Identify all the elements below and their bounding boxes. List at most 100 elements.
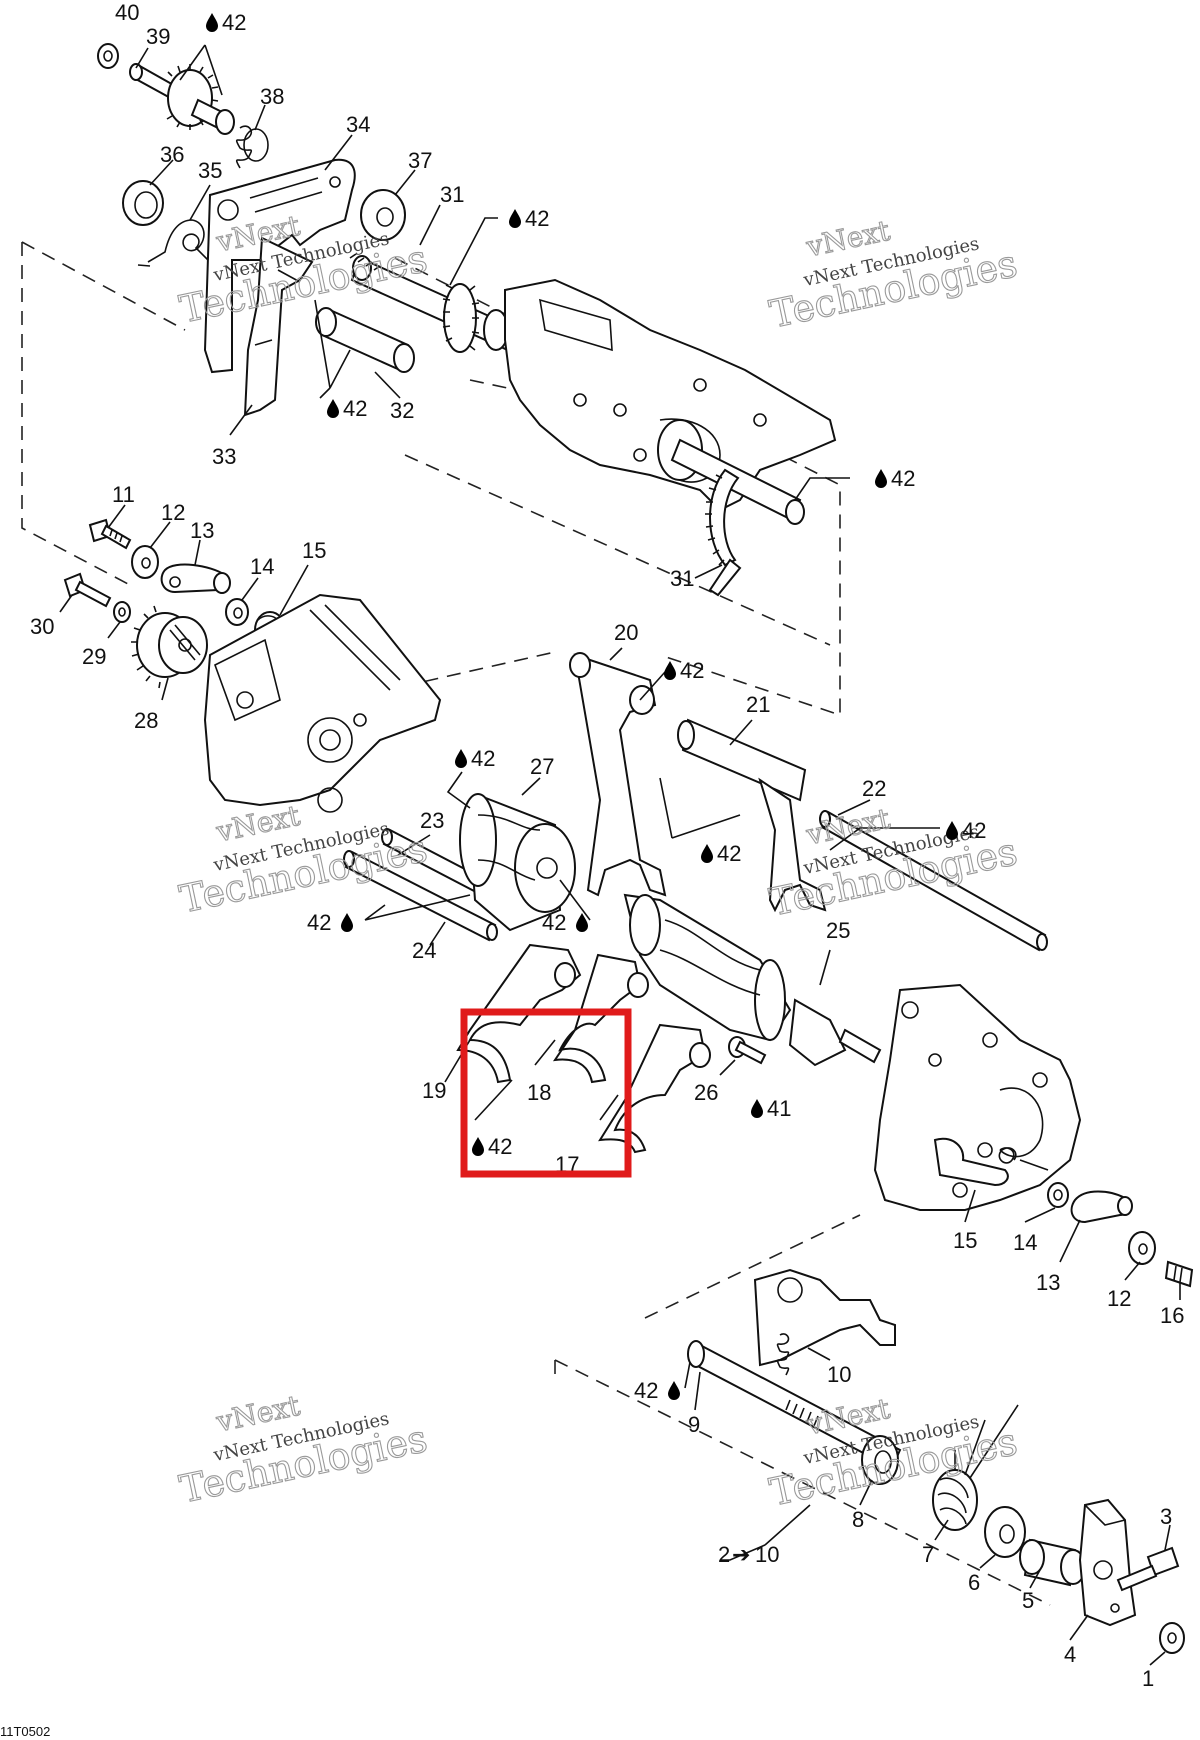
label-33: 33 <box>212 444 236 469</box>
arrow-right-icon: ➔ <box>732 1542 750 1567</box>
label-32: 32 <box>390 398 414 423</box>
lube-callout-9: 42 <box>634 1378 680 1403</box>
part-35-torsion-spring <box>137 219 211 267</box>
drop-icon <box>946 821 958 840</box>
part-3-bolt <box>1116 1546 1180 1592</box>
label-4: 4 <box>1064 1642 1076 1667</box>
drop-icon <box>701 844 713 863</box>
label-27: 27 <box>530 754 554 779</box>
part-13-link-right <box>1070 1190 1133 1224</box>
label-34: 34 <box>346 112 370 137</box>
label-14-right: 14 <box>1013 1230 1037 1255</box>
svg-text:42: 42 <box>680 658 704 683</box>
right-housing <box>873 983 1082 1211</box>
reference-code: 11T0502 <box>0 1724 50 1739</box>
label-35: 35 <box>198 158 222 183</box>
part-17-shift-fork <box>598 1023 711 1154</box>
svg-text:42: 42 <box>717 841 741 866</box>
part-18-shift-fork <box>552 953 649 1084</box>
label-10: 10 <box>827 1362 851 1387</box>
lube-callout-31b: 42 <box>875 466 915 491</box>
part-4-lever <box>1078 1498 1137 1627</box>
highlight-box <box>460 1008 632 1178</box>
part-29-washer <box>113 601 131 623</box>
part-22-rod <box>819 810 1048 952</box>
assembly-dashed-lines <box>21 241 1051 1606</box>
middle-housing <box>203 593 442 813</box>
label-26: 26 <box>694 1080 718 1105</box>
label-3: 3 <box>1160 1504 1172 1529</box>
drop-icon <box>875 469 887 488</box>
label-31-bottom: 31 <box>670 566 694 591</box>
lube-callout-22: 42 <box>946 818 986 843</box>
lube-callout-32: 42 <box>327 396 367 421</box>
part-9-shift-lever-shaft <box>687 1268 902 1470</box>
label-20: 20 <box>614 620 638 645</box>
label-21: 21 <box>746 692 770 717</box>
part-28-gear <box>131 605 208 689</box>
label-12-right: 12 <box>1107 1286 1131 1311</box>
label-5: 5 <box>1022 1588 1034 1613</box>
part-39-gear-shaft <box>129 63 235 135</box>
part-1-washer <box>1159 1622 1185 1654</box>
watermark-top-right: vNext vNext Technologies Technologies <box>765 213 1021 337</box>
label-11: 11 <box>112 482 135 507</box>
label-24: 24 <box>412 938 436 963</box>
label-40: 40 <box>115 0 139 25</box>
label-22: 22 <box>862 776 886 801</box>
drop-icon <box>327 399 339 418</box>
label-13-right: 13 <box>1036 1270 1060 1295</box>
label-15: 15 <box>302 538 326 563</box>
svg-text:42: 42 <box>525 206 549 231</box>
part-8-seal <box>861 1435 899 1485</box>
part-20-shift-fork <box>569 652 667 897</box>
label-14: 14 <box>250 554 274 579</box>
lube-callout-25: 42 <box>542 910 588 935</box>
part-7-torsion-spring <box>932 1404 1019 1531</box>
drop-icon <box>664 661 676 680</box>
lubricant-callouts: 42 42 42 42 42 42 42 42 <box>206 10 986 1403</box>
part-12-washer <box>131 545 159 579</box>
part-14-washer-right <box>1047 1182 1069 1208</box>
lube-callout-fork: 42 <box>701 841 741 866</box>
part-number-labels: 40 39 38 34 36 35 37 31 32 33 31 11 12 1… <box>30 0 1184 1691</box>
part-37-washer <box>360 189 406 241</box>
svg-text:42: 42 <box>962 818 986 843</box>
drop-icon <box>668 1381 680 1400</box>
svg-text:42: 42 <box>634 1378 658 1403</box>
part-25-shift-drum <box>623 893 882 1067</box>
part-16-bolt <box>1164 1260 1194 1288</box>
svg-text:42: 42 <box>222 10 246 35</box>
drop-icon <box>206 13 218 32</box>
leader-lines <box>59 44 1181 1666</box>
label-28: 28 <box>134 708 158 733</box>
part-6-washer <box>984 1506 1026 1558</box>
part-13-link <box>160 563 231 594</box>
label-9: 9 <box>688 1412 700 1437</box>
part-10-spring <box>776 1333 790 1376</box>
label-18: 18 <box>527 1080 551 1105</box>
label-2-to-10-end: 10 <box>755 1542 779 1567</box>
drop-icon <box>455 749 467 768</box>
label-37: 37 <box>408 148 432 173</box>
part-36-seal <box>122 180 164 226</box>
label-8: 8 <box>852 1507 864 1532</box>
part-21-shift-rail <box>677 718 827 913</box>
label-39: 39 <box>146 24 170 49</box>
lube-callout-top: 42 <box>206 10 246 35</box>
label-29: 29 <box>82 644 106 669</box>
label-1: 1 <box>1142 1666 1154 1691</box>
part-5-bushing <box>1019 1538 1086 1587</box>
label-30: 30 <box>30 614 54 639</box>
label-15-right: 15 <box>953 1228 977 1253</box>
part-40-washer <box>97 43 119 69</box>
svg-text:42: 42 <box>542 910 566 935</box>
label-25: 25 <box>826 918 850 943</box>
lube-callout-19: 42 <box>472 1134 512 1159</box>
label-6: 6 <box>968 1570 980 1595</box>
part-33-lever <box>243 236 314 417</box>
drop-icon <box>341 913 353 932</box>
label-12: 12 <box>161 500 185 525</box>
part-38-spring <box>235 125 269 169</box>
label-23: 23 <box>420 808 444 833</box>
